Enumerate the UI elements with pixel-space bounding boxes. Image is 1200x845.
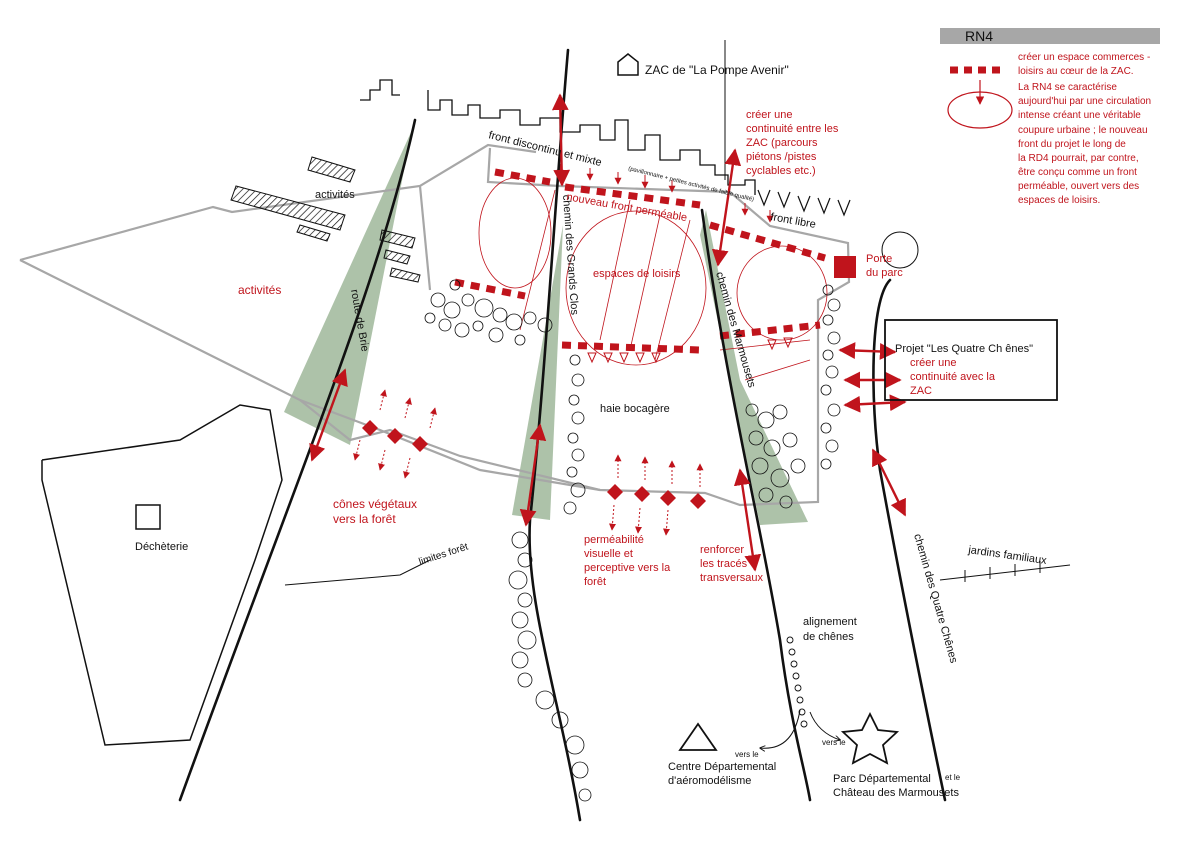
legend-commerce-text: créer un espace commerces - loisirs au c… [1018, 52, 1153, 77]
haie-label: haie bocagère [600, 403, 670, 415]
dotted-arrows [353, 389, 704, 536]
dechetterie-square [135, 504, 161, 530]
circle-marker [881, 231, 919, 269]
left-zone-outline [41, 404, 283, 746]
renforcer-label: renforcer les tracés transversaux [700, 544, 763, 584]
projet-box [884, 319, 1058, 401]
rn4-label: RN4 [965, 28, 993, 44]
jardins-label: jardins familiaux [967, 544, 1048, 567]
red-arrows [309, 93, 907, 572]
et-le-label: et le [945, 773, 961, 782]
front-discontinu-label: front discontinu et mixte [487, 129, 603, 169]
dechetterie-label: Déchèterie [135, 541, 188, 553]
projet-label: Projet "Les Quatre Ch ênes" [895, 343, 1033, 355]
rn4-bar [940, 28, 1160, 44]
black-labels: ZAC de "La Pompe Avenir" front discontin… [135, 63, 1048, 799]
oak-alignment [786, 636, 808, 728]
legend: RN4 créer un espace commerces - loisirs … [940, 28, 1160, 206]
activites-top-label: activités [315, 189, 355, 201]
tree-clusters [424, 279, 841, 802]
vers-le-1-label: vers le [735, 750, 759, 759]
symbols [135, 53, 919, 765]
permeable-front-dashes [454, 168, 826, 354]
centre-label: Centre Départemental d'aéromodélisme [668, 761, 779, 787]
activites-left-label: activités [238, 283, 281, 297]
alignement-label: alignement de chênes [803, 616, 860, 643]
chateau-label: Château des Marmousets [833, 787, 959, 799]
detail-lines [284, 40, 1071, 748]
chemin-grands-clos-label: chemin des Grands Clos [560, 194, 580, 315]
front-libre-marks [757, 189, 851, 217]
hatched-buildings [230, 156, 421, 283]
cones-label: cônes végétaux vers la forêt [333, 497, 420, 526]
permeabilite-label: perméabilité visuelle et perceptive vers… [584, 534, 673, 588]
porte-parc-label: Porte du parc [866, 253, 903, 279]
chemin-quatre-chenes-label: chemin des Quatre Chênes [911, 533, 960, 666]
parc-dep-label: Parc Départemental [833, 773, 931, 785]
house-icon [617, 53, 639, 76]
vers-le-2-label: vers le [822, 738, 846, 747]
triangle-icon [678, 722, 718, 751]
zac-label: ZAC de "La Pompe Avenir" [645, 63, 789, 77]
limites-foret-label: limites forêt [418, 542, 470, 568]
espaces-loisirs-label: espaces de loisirs [593, 268, 681, 280]
visual-permeability-symbols [362, 420, 706, 509]
nouveau-front-label: nouveau front perméable [565, 191, 688, 224]
continuite-zac2-label: créer une continuité avec la ZAC [910, 357, 998, 397]
legend-rn4-text: La RN4 se caractérise aujourd'hui par un… [1018, 82, 1154, 206]
continuite-zac-label: créer une continuité entre les ZAC (parc… [746, 109, 841, 177]
front-triangles [587, 337, 793, 364]
red-labels: nouveau front perméable activités espace… [238, 109, 998, 588]
star-icon [840, 711, 900, 765]
porte-du-parc-square [834, 256, 856, 278]
